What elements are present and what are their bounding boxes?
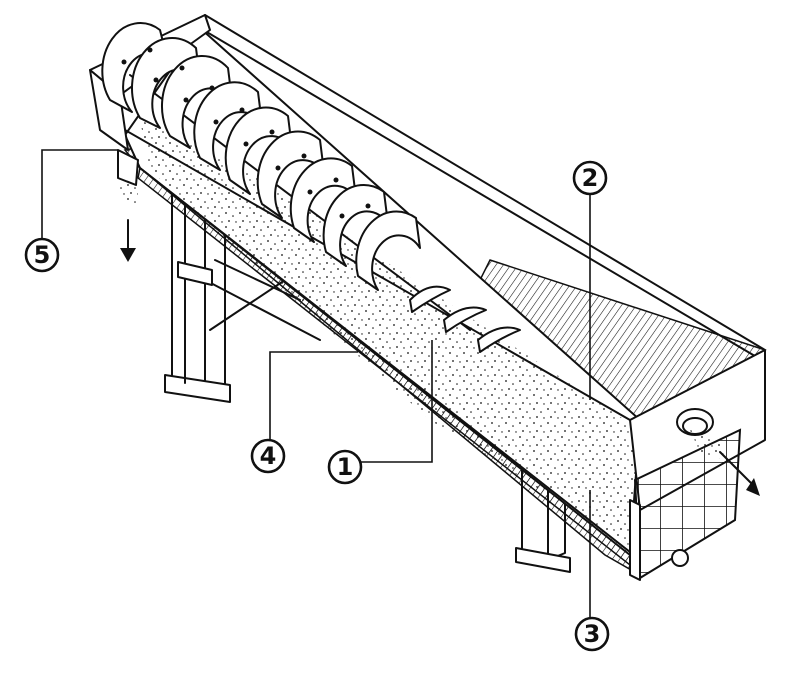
- callout-5: 5: [24, 237, 60, 273]
- callout-1-label: 1: [337, 453, 354, 481]
- overflow-pipe: [676, 408, 725, 460]
- callout-2: 2: [572, 160, 608, 196]
- screw-blade: [101, 22, 421, 291]
- leader-lines: [41, 149, 591, 620]
- callout-4: 4: [250, 438, 286, 474]
- trough: [123, 14, 767, 577]
- discharge-arrow-down: [120, 219, 136, 262]
- leader-5: [41, 149, 118, 240]
- screw-spiral: [101, 22, 521, 353]
- leader-4: [269, 351, 358, 440]
- leader-1: [360, 340, 433, 463]
- drain-valve: [671, 549, 689, 567]
- callout-5-label: 5: [34, 241, 51, 269]
- callout-2-label: 2: [582, 164, 599, 192]
- bolt-dots: [121, 47, 371, 219]
- submerged-blades: [409, 285, 521, 353]
- callout-4-label: 4: [260, 442, 277, 470]
- callout-3-label: 3: [584, 620, 601, 648]
- discharge-chute: [117, 149, 139, 205]
- callout-1: 1: [327, 449, 363, 485]
- overflow-arrow: [719, 451, 760, 496]
- callout-3: 3: [574, 616, 610, 652]
